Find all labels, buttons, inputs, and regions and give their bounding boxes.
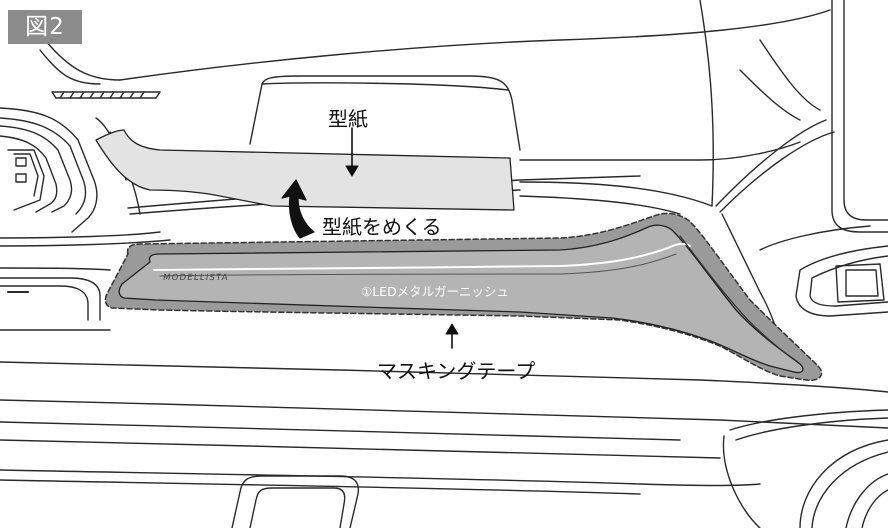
- windshield-edge: [44, 39, 121, 81]
- pattern-paper-label: 型紙: [328, 107, 368, 131]
- led-metal-garnish: [118, 224, 804, 374]
- defroster-vent: [51, 91, 161, 99]
- peel-arrow: [281, 179, 315, 239]
- center-display: [831, 0, 888, 233]
- figure-number-badge: 図2: [8, 10, 82, 44]
- steering-wheel-partial: [722, 409, 888, 528]
- right-dash-structure: [699, 0, 871, 361]
- brand-logo-text: MODELLISTA: [162, 273, 230, 283]
- masking-tape-label: マスキングテープ: [377, 359, 536, 383]
- right-vent: [795, 245, 888, 317]
- pattern-paper: [95, 129, 515, 211]
- peel-instruction-label: 型紙をめくる: [322, 215, 442, 239]
- glove-box-handle: [231, 475, 360, 528]
- led-garnish-label: ①LEDメタルガーニッシュ: [361, 284, 509, 299]
